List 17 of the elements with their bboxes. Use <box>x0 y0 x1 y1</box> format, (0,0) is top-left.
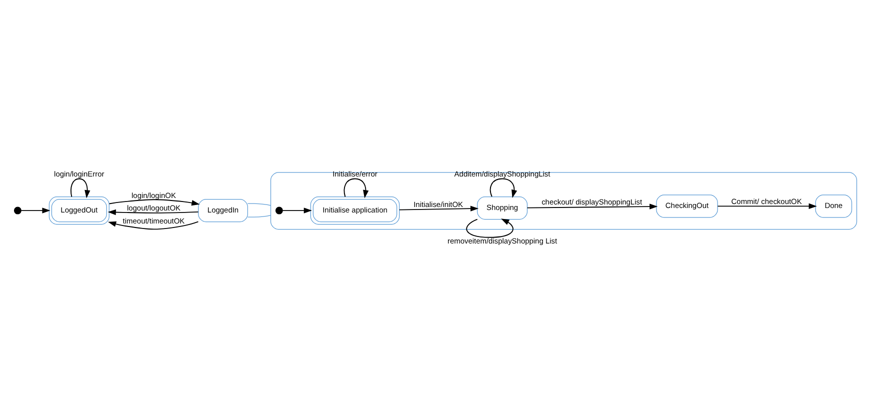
cluster <box>270 172 858 230</box>
arrow <box>398 205 479 211</box>
arrow <box>282 207 312 213</box>
arrow <box>108 208 199 215</box>
arrow <box>108 220 199 230</box>
node-circle <box>14 206 22 214</box>
arrow <box>466 218 514 238</box>
node-circle <box>275 206 283 214</box>
arrow <box>717 202 817 209</box>
arrow <box>108 198 200 206</box>
arrow <box>526 203 658 209</box>
arrow <box>344 178 369 198</box>
arrow <box>20 207 50 213</box>
connector <box>247 214 272 217</box>
arrow <box>490 178 518 198</box>
connector <box>247 202 272 206</box>
arrow <box>70 178 90 198</box>
